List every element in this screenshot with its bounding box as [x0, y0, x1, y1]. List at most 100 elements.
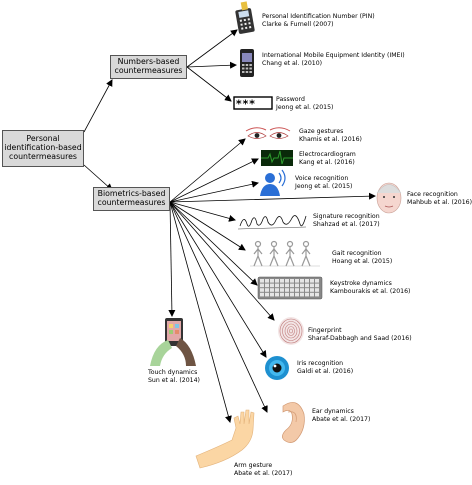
- signature-icon: [237, 215, 307, 230]
- iris-label: Iris recognition Galdi et al. (2016): [297, 360, 353, 376]
- arrow-root-to-biometrics: [83, 164, 113, 191]
- gaze-title: Gaze gestures: [299, 128, 344, 135]
- iris-ref: Galdi et al. (2016): [297, 368, 354, 376]
- keystroke-label: Keystroke dynamics Kambourakis et al. (2…: [330, 280, 410, 296]
- biometrics-line-2: countermeasures: [97, 198, 166, 207]
- voice-icon: [260, 169, 286, 196]
- keyboard-key: [315, 283, 319, 288]
- face-ref: Mahbub et al. (2016): [407, 199, 472, 207]
- ecg-icon: [261, 150, 293, 166]
- keyboard-key: [285, 292, 289, 297]
- numbers-box: Numbers-based countermeasures: [110, 55, 187, 79]
- arrow-to-gait: [169, 201, 246, 251]
- iris-title: Iris recognition: [297, 360, 344, 367]
- arrow-to-password: [186, 66, 232, 102]
- keyboard-key: [270, 283, 274, 288]
- arrow-to-fingerprint: [169, 201, 275, 321]
- eyes-icon: [245, 127, 291, 139]
- arrow-to-pin: [186, 29, 238, 68]
- arrow-to-face: [169, 192, 376, 203]
- touch-title: Touch dynamics: [148, 369, 198, 376]
- ecg-title: Electrocardiogram: [299, 151, 356, 158]
- keyboard-key: [280, 292, 284, 297]
- keyboard-key: [275, 292, 279, 297]
- keyboard-key: [275, 283, 279, 288]
- keyboard-key: [290, 292, 294, 297]
- iris-icon: [265, 356, 289, 380]
- keystroke-ref: Kambourakis et al. (2016): [330, 288, 411, 296]
- face-title: Face recognition: [407, 191, 458, 198]
- signature-ref: Shahzad et al. (2017): [313, 221, 380, 229]
- keyboard-key: [260, 292, 264, 297]
- keyboard-key: [275, 288, 279, 292]
- arrow-to-ecg: [169, 158, 259, 203]
- arrow-to-gaze: [169, 138, 246, 203]
- arrow-root-to-numbers: [83, 79, 113, 133]
- gait-label: Gait recognition Hoang et al. (2015): [332, 250, 392, 266]
- keyboard-key: [290, 283, 294, 288]
- keyboard-key: [270, 292, 274, 297]
- arrow-to-ear: [169, 201, 268, 413]
- pin-title: Personal Identification Number (PIN): [262, 13, 375, 20]
- keyboard-key: [265, 292, 269, 297]
- gaze-label: Gaze gestures Khamis et al. (2016): [299, 128, 362, 144]
- keyboard-key: [260, 279, 264, 283]
- ear-label: Ear dynamics Abate et al. (2017): [312, 408, 370, 424]
- keyboard-key: [280, 288, 284, 292]
- keyboard-key: [300, 288, 304, 292]
- keyboard-key: [285, 288, 289, 292]
- ear-ref: Abate et al. (2017): [312, 416, 371, 424]
- touch-hands-icon: [150, 318, 196, 366]
- keyboard-key: [275, 279, 279, 283]
- svg-text:***: ***: [236, 98, 256, 111]
- root-line-2: identification-based: [4, 143, 82, 153]
- fingerprint-icon: [278, 317, 304, 345]
- arm-label: Arm gesture Abate et al. (2017): [234, 462, 292, 478]
- keyboard-key: [285, 279, 289, 283]
- keyboard-key: [260, 283, 264, 288]
- keyboard-key: [280, 279, 284, 283]
- root-line-3: countermeasures: [9, 151, 77, 161]
- keyboard-key: [290, 279, 294, 283]
- numbers-line-2: countermeasures: [114, 66, 183, 75]
- keyboard-key: [315, 292, 319, 297]
- password-icon: ***: [233, 96, 273, 111]
- pin-pad-icon: [235, 1, 255, 34]
- keyboard-key: [310, 283, 314, 288]
- imei-title: International Mobile Equipment Identity …: [262, 52, 405, 59]
- gait-title: Gait recognition: [332, 250, 382, 257]
- keyboard-key: [280, 283, 284, 288]
- fingerprint-label: Fingerprint Sharaf-Dabbagh and Saad (201…: [308, 327, 412, 343]
- touch-ref: Sun et al. (2014): [148, 377, 200, 385]
- fingerprint-title: Fingerprint: [308, 327, 342, 334]
- numbers-line-1: Numbers-based: [117, 57, 180, 67]
- arm-title: Arm gesture: [234, 462, 273, 469]
- arrow-to-voice: [169, 180, 259, 203]
- imei-ref: Chang et al. (2010): [262, 60, 323, 68]
- keyboard-key: [265, 288, 269, 292]
- signature-label: Signature recognition Shahzad et al. (20…: [313, 213, 380, 229]
- keyboard-key: [295, 283, 299, 288]
- arrow-to-touch: [168, 201, 176, 317]
- voice-label: Voice recognition Jeong et al. (2015): [295, 175, 352, 191]
- arm-ref: Abate et al. (2017): [234, 470, 293, 478]
- password-ref: Jeong et al. (2015): [276, 104, 334, 112]
- signature-title: Signature recognition: [313, 213, 380, 220]
- face-icon: [376, 182, 402, 214]
- pin-label: Personal Identification Number (PIN) Cla…: [262, 13, 375, 29]
- pin-ref: Clarke & Furnell (2007): [262, 21, 334, 29]
- keyboard-key: [260, 288, 264, 292]
- keyboard-key: [295, 288, 299, 292]
- keyboard-key: [315, 288, 319, 292]
- keyboard-key: [305, 279, 309, 283]
- biometrics-box: Biometrics-based countermeasures: [93, 187, 170, 211]
- gait-icon: [250, 240, 320, 267]
- root-box: Personal identification-based countermea…: [2, 130, 84, 167]
- keyboard-key: [290, 288, 294, 292]
- keyboard-key: [270, 288, 274, 292]
- ear-title: Ear dynamics: [312, 408, 354, 415]
- keyboard-key: [300, 292, 304, 297]
- touch-label: Touch dynamics Sun et al. (2014): [148, 369, 200, 385]
- password-label: Password Jeong et al. (2015): [276, 96, 333, 112]
